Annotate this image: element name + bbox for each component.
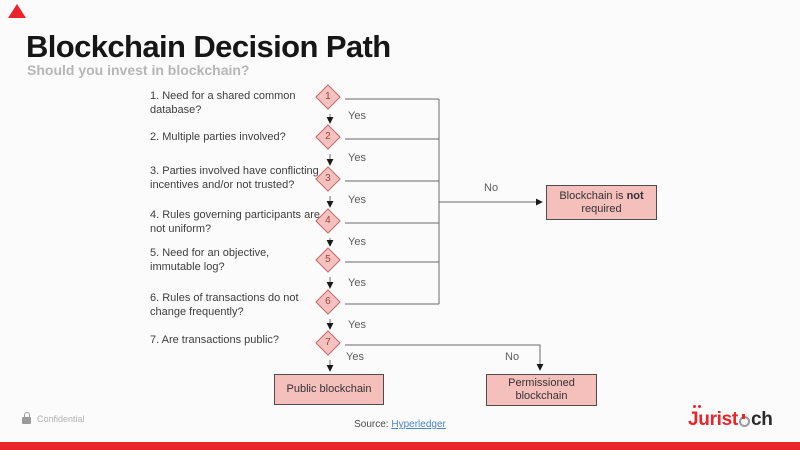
no-label-7: No [505, 351, 520, 363]
yes-label-1: Yes [348, 110, 366, 122]
node-number: 4 [325, 215, 331, 226]
result-text-bold: not [626, 189, 644, 202]
yes-label-7: Yes [346, 351, 364, 363]
question-4: 4. Rules governing participants are not … [150, 209, 320, 235]
lock-icon [22, 412, 31, 424]
connector-lines [326, 98, 544, 372]
yes-label-4: Yes [348, 236, 366, 248]
node-number: 3 [325, 173, 331, 184]
source-label: Source: [354, 419, 389, 430]
result-box-not-required: Blockchain is not required [546, 185, 657, 220]
result-box-permissioned: Permissioned blockchain [486, 374, 597, 406]
question-5: 5. Need for an objective, immutable log? [150, 247, 270, 273]
logo-text-t: t [731, 409, 738, 430]
result-line: required [581, 202, 622, 215]
question-7: 7. Are transactions public? [150, 334, 280, 346]
question-1: 1. Need for a shared common database? [150, 90, 296, 116]
yes-label-6: Yes [348, 319, 366, 331]
power-icon [738, 413, 750, 427]
yes-label-2: Yes [348, 152, 366, 164]
logo-text-juris: Juris [688, 409, 732, 430]
confidential-label: Confidential [37, 414, 85, 424]
result-text-normal: Blockchain is [559, 189, 627, 202]
node-number: 7 [325, 337, 331, 348]
logo-dots-icon [693, 405, 701, 408]
page-subtitle: Should you invest in blockchain? [27, 62, 250, 78]
node-number: 2 [325, 131, 331, 142]
page-title: Blockchain Decision Path [26, 29, 391, 64]
logo-text-ch: ch [750, 409, 773, 430]
question-2: 2. Multiple parties involved? [150, 131, 286, 143]
source-line: Source: Hyperledger [0, 419, 800, 430]
corner-triangle-decoration [8, 4, 26, 18]
node-number: 6 [325, 296, 331, 307]
result-box-public: Public blockchain [274, 374, 384, 405]
question-6: 6. Rules of transactions do not change f… [150, 292, 299, 318]
node-number: 1 [325, 91, 331, 102]
result-line: Public blockchain [286, 383, 372, 395]
yes-label-5: Yes [348, 277, 366, 289]
question-3: 3. Parties involved have conflicting inc… [150, 165, 319, 191]
no-label-main: No [484, 182, 499, 194]
result-line: Blockchain is not [559, 190, 643, 203]
source-link[interactable]: Hyperledger [391, 419, 446, 430]
bottom-accent-bar [0, 442, 800, 450]
node-number: 5 [325, 254, 331, 265]
yes-label-3: Yes [348, 194, 366, 206]
result-line: Permissioned blockchain [508, 377, 575, 402]
